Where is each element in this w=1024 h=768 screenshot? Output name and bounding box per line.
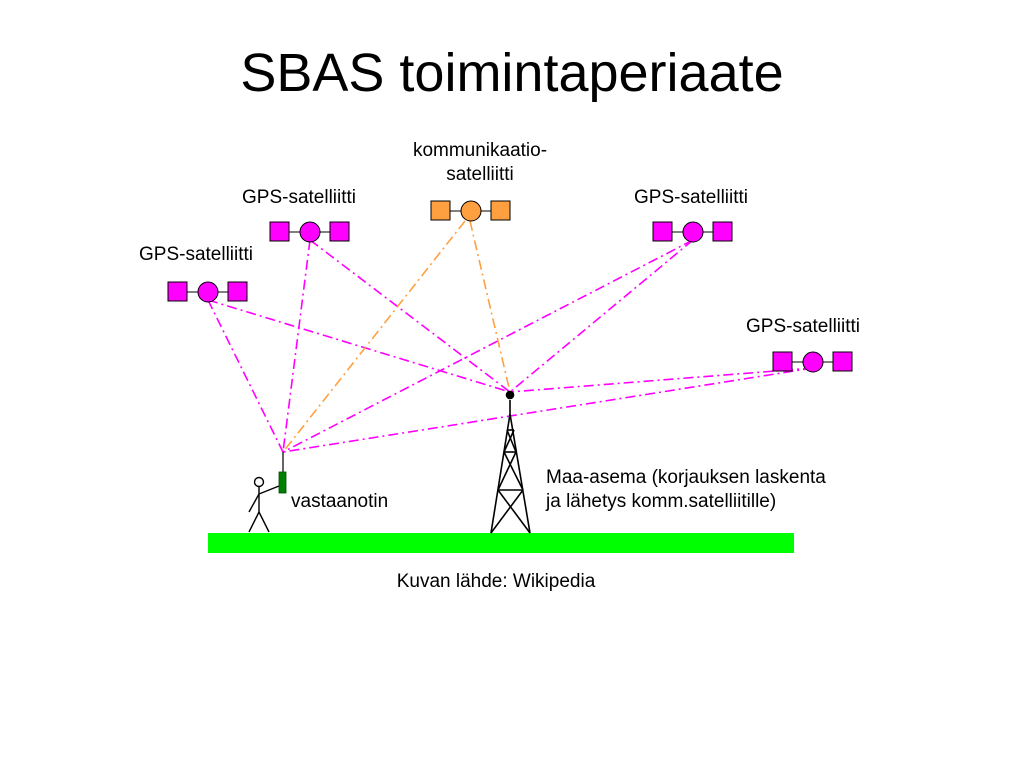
ground-station-label-line2: ja lähetys komm.satelliitille) — [546, 490, 777, 512]
gps-satellite-icon — [167, 281, 248, 303]
ground-station-label: Maa-asema (korjauksen laskenta ja lähety… — [546, 466, 826, 514]
ground-station-label-line1: Maa-asema (korjauksen laskenta — [546, 467, 826, 488]
gps-satellite-label: GPS-satelliitti — [139, 244, 254, 265]
ground-bar — [208, 533, 794, 553]
gps-satellite-label: GPS-satelliitti — [634, 187, 749, 208]
comm-line-station — [469, 220, 511, 393]
gps-satellite-icon — [772, 351, 853, 373]
gps-satellite-label: GPS-satelliitti — [242, 187, 357, 208]
receiver-person-icon — [248, 476, 280, 533]
comm-satellite-label-line1: kommunikaatio- — [412, 140, 548, 161]
page-title: SBAS toimintaperiaate — [240, 43, 784, 103]
signal-line — [282, 239, 694, 453]
signal-line — [207, 299, 284, 453]
comm-satellite-label: kommunikaatio- satelliitti — [390, 139, 570, 187]
comm-satellite-icon — [430, 200, 511, 222]
signal-line — [509, 239, 694, 393]
comm-signal-lines — [282, 220, 511, 453]
comm-line-receiver — [282, 220, 466, 453]
signal-line — [509, 367, 814, 393]
receiver-antenna-icon — [278, 452, 287, 494]
source-caption: Kuvan lähde: Wikipedia — [396, 571, 596, 592]
receiver-label: vastaanotin — [291, 491, 389, 512]
signal-line — [207, 299, 511, 393]
signal-line — [282, 367, 814, 453]
ground-station-tower-icon — [490, 390, 531, 534]
gps-satellite-label: GPS-satelliitti — [746, 316, 861, 337]
comm-satellite-label-line2: satelliitti — [446, 163, 514, 185]
gps-signal-lines — [207, 239, 814, 453]
gps-satellite-icon — [269, 221, 350, 243]
signal-line — [282, 239, 311, 453]
signal-line — [309, 239, 511, 393]
gps-satellite-icon — [652, 221, 733, 243]
